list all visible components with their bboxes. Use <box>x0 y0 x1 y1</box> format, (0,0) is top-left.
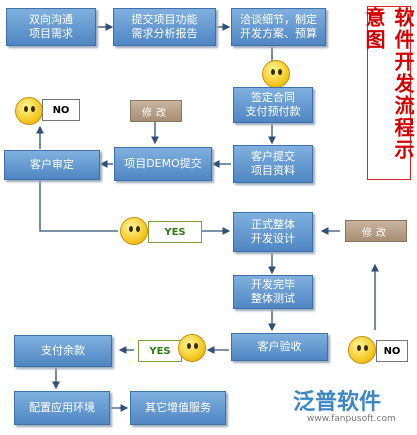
smiley-icon <box>15 97 43 125</box>
modify-tag-top: 修改 <box>130 100 182 122</box>
diagram-title: 软件开发流程示意图 <box>362 7 415 161</box>
yes-label-mid: YES <box>148 221 202 243</box>
company-url: www.fanpusoft.com <box>307 414 396 424</box>
step-client-submit-materials: 客户提交 项目资料 <box>233 145 313 183</box>
modify-tag-right: 修改 <box>345 220 407 242</box>
no-label-top: NO <box>42 99 80 121</box>
smiley-icon <box>262 60 290 88</box>
smiley-icon <box>348 336 376 364</box>
diagram-title-frame: 软件开发流程示意图 <box>362 6 415 180</box>
step-sign-contract: 签定合同 支付预付款 <box>233 87 313 123</box>
step-negotiate-plan-budget: 洽谈细节，制定 开发方案、预算 <box>231 8 326 46</box>
company-logo: 泛普软件 <box>293 390 382 415</box>
step-acceptance: 客户验收 <box>231 333 328 361</box>
step-formal-design: 正式整体 开发设计 <box>233 212 313 252</box>
step-configure-environment: 配置应用环境 <box>14 391 110 425</box>
yes-label-bottom: YES <box>138 340 182 362</box>
step-demo-submit: 项目DEMO提交 <box>114 147 212 181</box>
step-client-review: 客户审定 <box>4 150 100 180</box>
step-communicate-requirements: 双向沟通 项目需求 <box>6 8 96 46</box>
step-value-added-services: 其它增值服务 <box>130 391 226 425</box>
step-pay-balance: 支付余款 <box>14 335 112 367</box>
smiley-icon <box>178 334 206 362</box>
step-submit-analysis-report: 提交项目功能 需求分析报告 <box>113 8 216 46</box>
smiley-icon <box>120 217 148 245</box>
no-label-bottom: NO <box>376 340 408 362</box>
step-complete-test: 开发完毕 整体测试 <box>233 275 313 309</box>
